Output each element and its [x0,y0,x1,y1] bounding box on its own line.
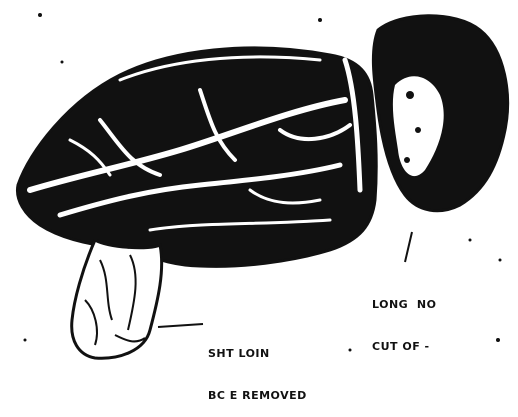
bone-label-line1: SHT LOIN [208,347,307,361]
meat-cut-illustration [0,0,518,365]
right-label-line1: LONG NO [372,298,436,312]
main-loin-cut [17,48,376,266]
bone-label: SHT LOIN BC E REMOVED [208,319,307,417]
right-cut-label: LONG NO CUT OF - [372,270,436,368]
bone-tail [72,240,162,358]
leader-line-right [405,232,412,262]
leader-line-bottom [158,324,203,327]
right-label-line2: CUT OF - [372,340,436,354]
bone-label-line2: BC E REMOVED [208,389,307,403]
